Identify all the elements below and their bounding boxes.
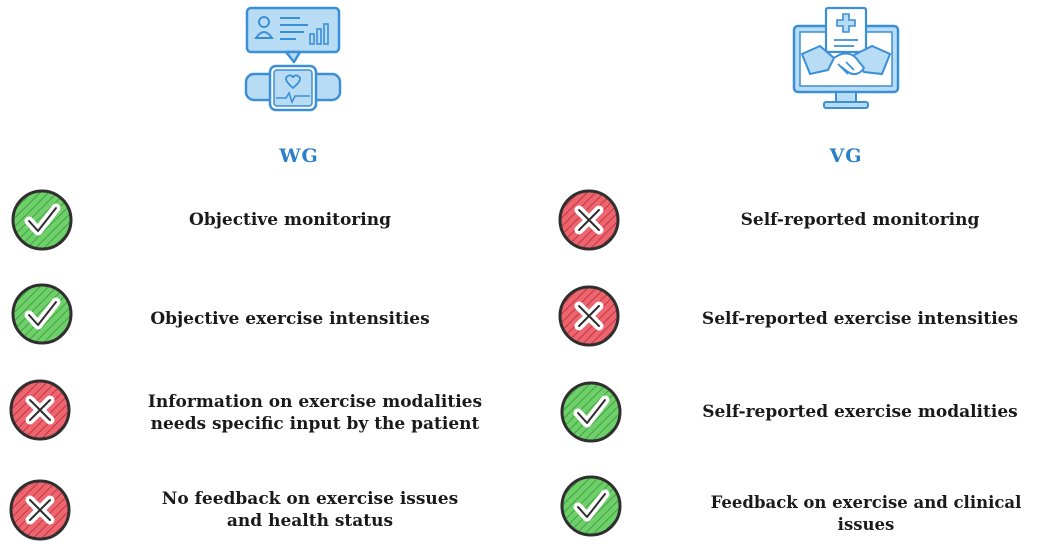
cross-icon — [8, 478, 72, 542]
group-title-wg: WG — [279, 145, 319, 167]
cross-icon — [557, 284, 621, 348]
cross-icon — [557, 188, 621, 252]
feature-vg-self-reported-intensities: Self-reported exercise intensities — [701, 309, 1019, 329]
check-icon — [10, 282, 74, 346]
check-icon — [10, 188, 74, 252]
feature-wg-objective-monitoring: Objective monitoring — [189, 210, 391, 230]
feature-wg-objective-intensities: Objective exercise intensities — [150, 309, 430, 329]
feature-vg-self-reported-modalities: Self-reported exercise modalities — [702, 402, 1018, 422]
group-title-vg: VG — [829, 145, 863, 167]
check-icon — [559, 474, 623, 538]
check-icon — [559, 380, 623, 444]
telemedicine-handshake-icon — [790, 6, 902, 112]
feature-vg-self-reported-monitoring: Self-reported monitoring — [740, 210, 980, 230]
cross-icon — [8, 378, 72, 442]
smartwatch-health-icon — [238, 6, 348, 114]
feature-wg-no-feedback: No feedback on exercise issues and healt… — [161, 489, 459, 531]
feature-vg-feedback-clinical: Feedback on exercise and clinical issues — [710, 493, 1022, 534]
feature-wg-modalities-input: Information on exercise modalities needs… — [147, 392, 483, 434]
